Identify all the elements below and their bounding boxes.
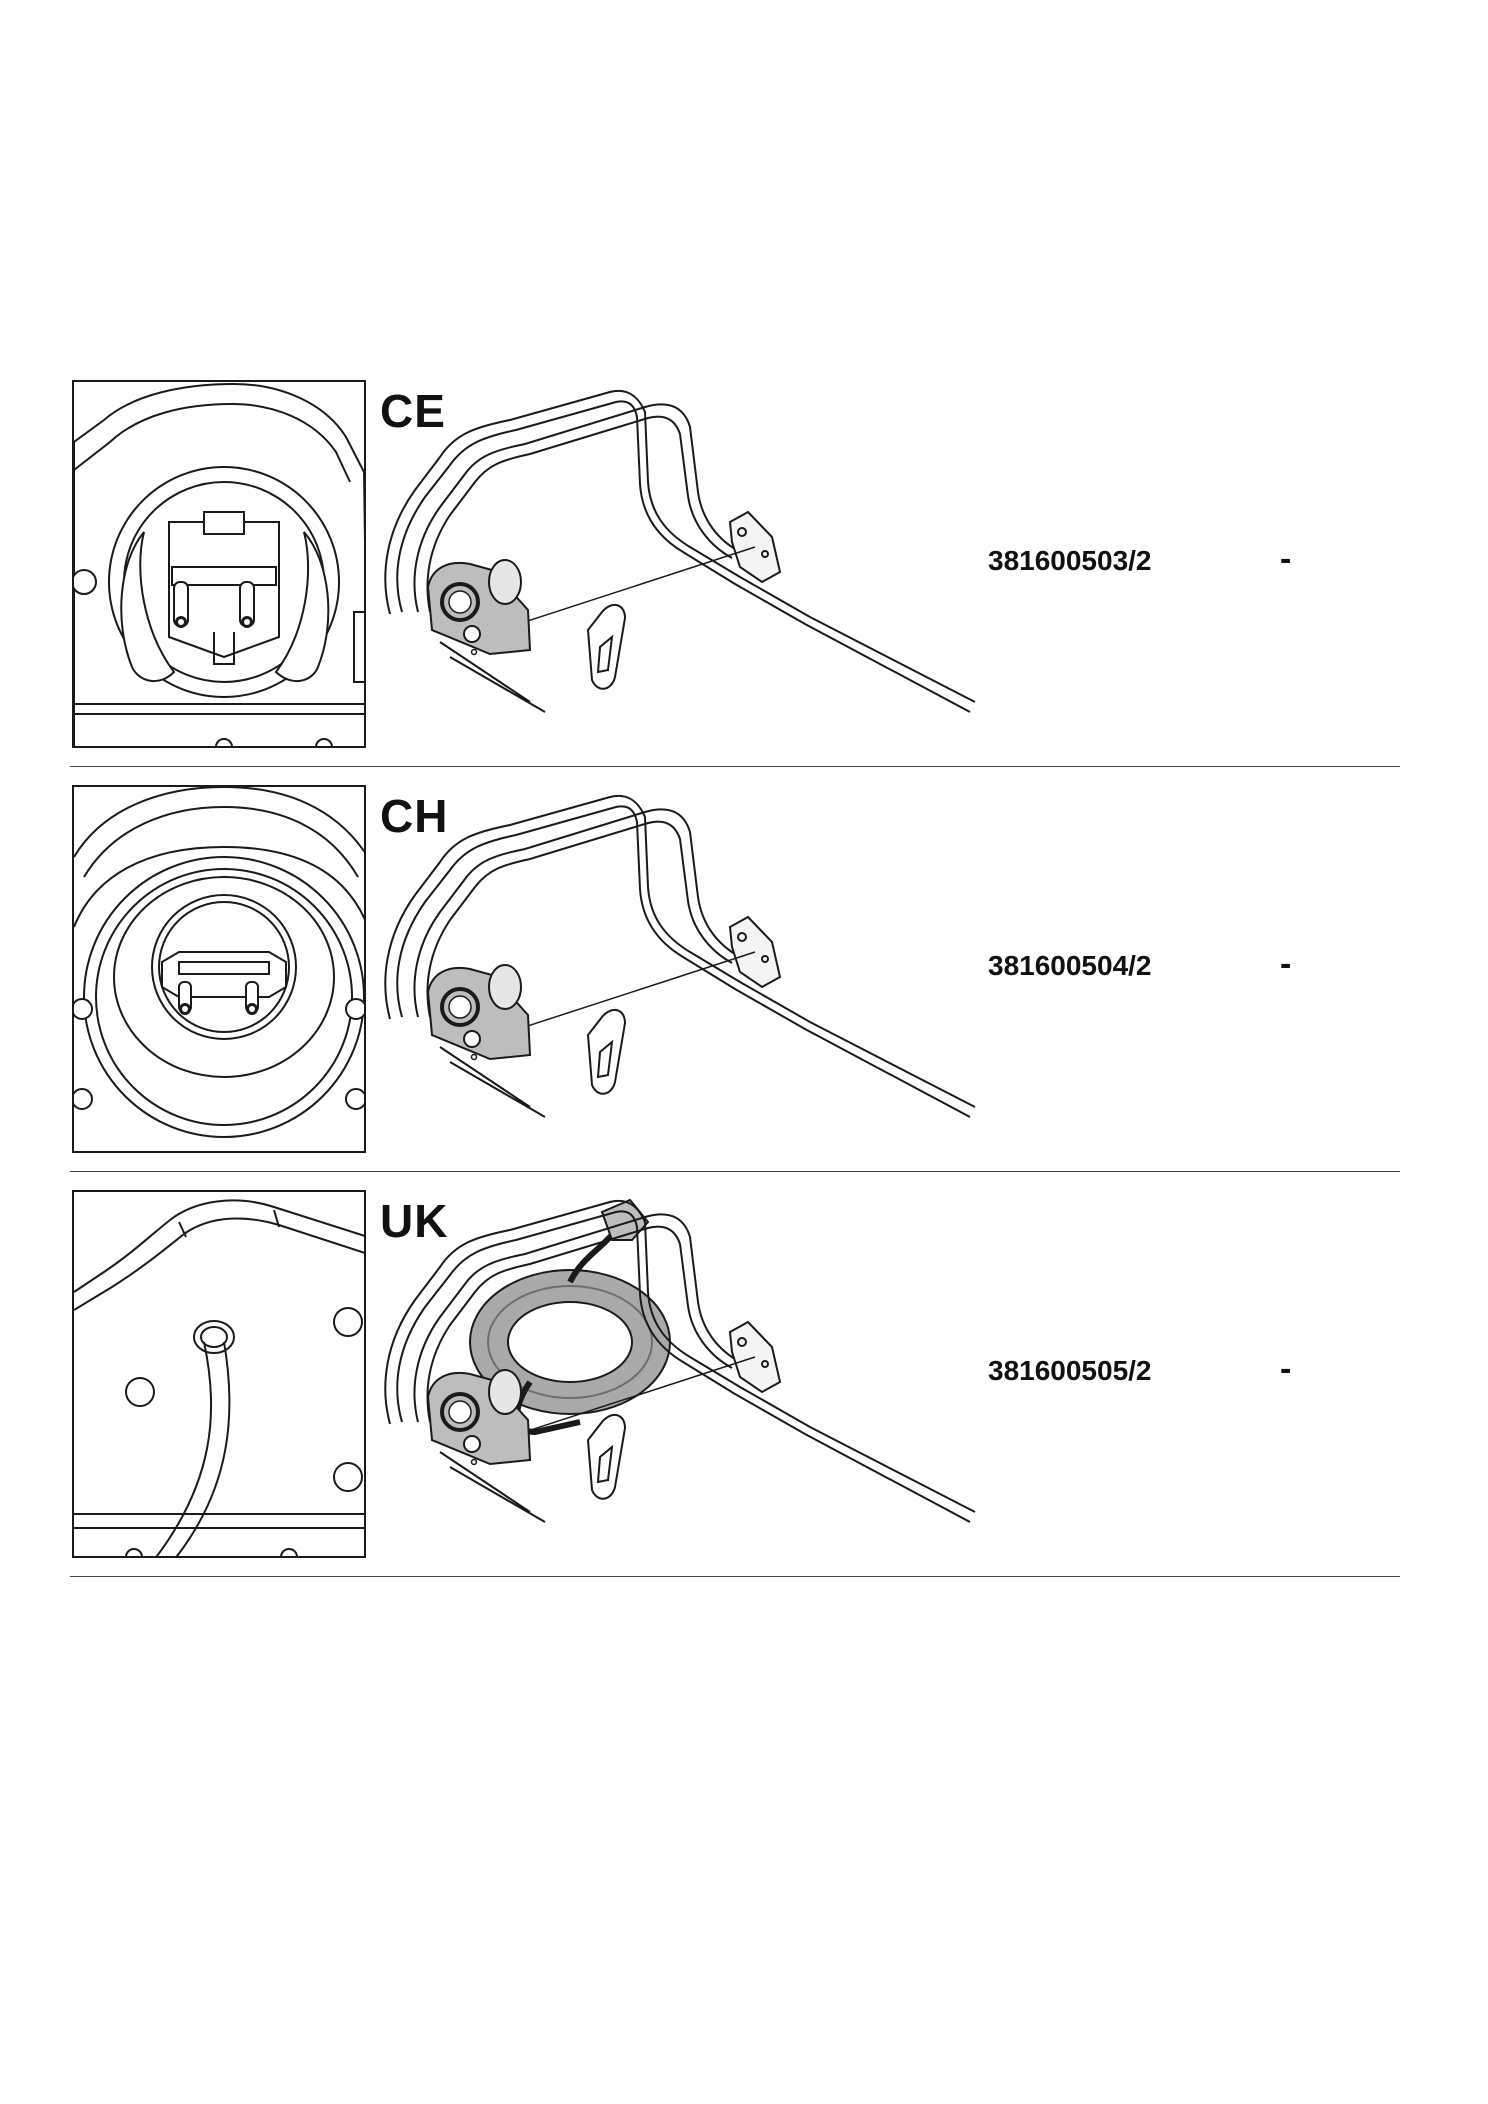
mower-handle-illustration [383, 388, 977, 714]
part-number: 381600505/2 [988, 1355, 1152, 1386]
row-divider [70, 1576, 1400, 1577]
variant-label: CH [380, 790, 449, 842]
part-number: 381600503/2 [988, 545, 1152, 576]
part-note: - [1280, 1350, 1292, 1388]
mower-handle-illustration [383, 1198, 977, 1524]
ch-socket-closeup [72, 785, 366, 1153]
variant-label: UK [380, 1195, 449, 1247]
parts-row-ce: CE 381600503/2 - [70, 380, 1400, 785]
row-divider [70, 1171, 1400, 1172]
parts-row-ch: CH 381600504/2 - [70, 785, 1400, 1190]
variant-label: CE [380, 385, 446, 437]
row-divider [70, 766, 1400, 767]
parts-row-uk: UK 381600505/2 - [70, 1190, 1400, 1595]
part-note: - [1280, 540, 1292, 578]
part-note: - [1280, 945, 1292, 983]
uk-cable-entry-closeup [72, 1190, 366, 1558]
mower-handle-illustration [383, 793, 977, 1119]
ce-socket-closeup [72, 380, 366, 748]
part-number: 381600504/2 [988, 950, 1152, 981]
